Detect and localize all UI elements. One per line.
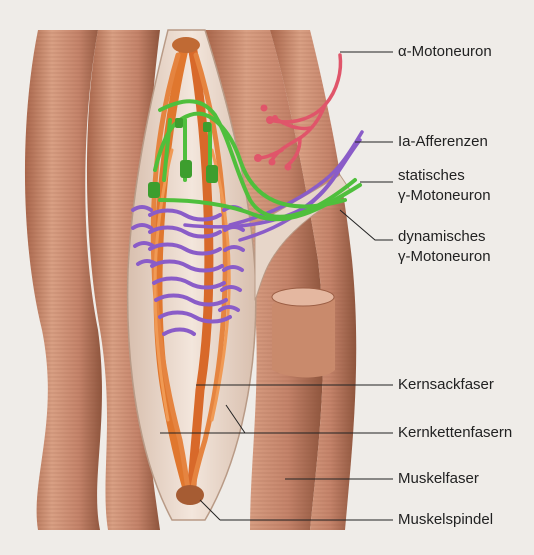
label-static-gamma-line1: statisches xyxy=(398,167,465,185)
label-alpha-motoneuron: α-Motoneuron xyxy=(398,43,492,61)
label-nuclear-bag-fiber: Kernsackfaser xyxy=(398,376,494,394)
label-nuclear-chain-fibers: Kernkettenfasern xyxy=(398,424,512,442)
label-dynamic-gamma-line2: γ-Motoneuron xyxy=(398,248,491,266)
label-muscle-spindle: Muskelspindel xyxy=(398,511,493,529)
label-ia-afferents: Ia-Afferenzen xyxy=(398,133,488,151)
label-static-gamma-line2: γ-Motoneuron xyxy=(398,187,491,205)
label-muscle-fiber: Muskelfaser xyxy=(398,470,479,488)
label-dynamic-gamma-line1: dynamisches xyxy=(398,228,486,246)
